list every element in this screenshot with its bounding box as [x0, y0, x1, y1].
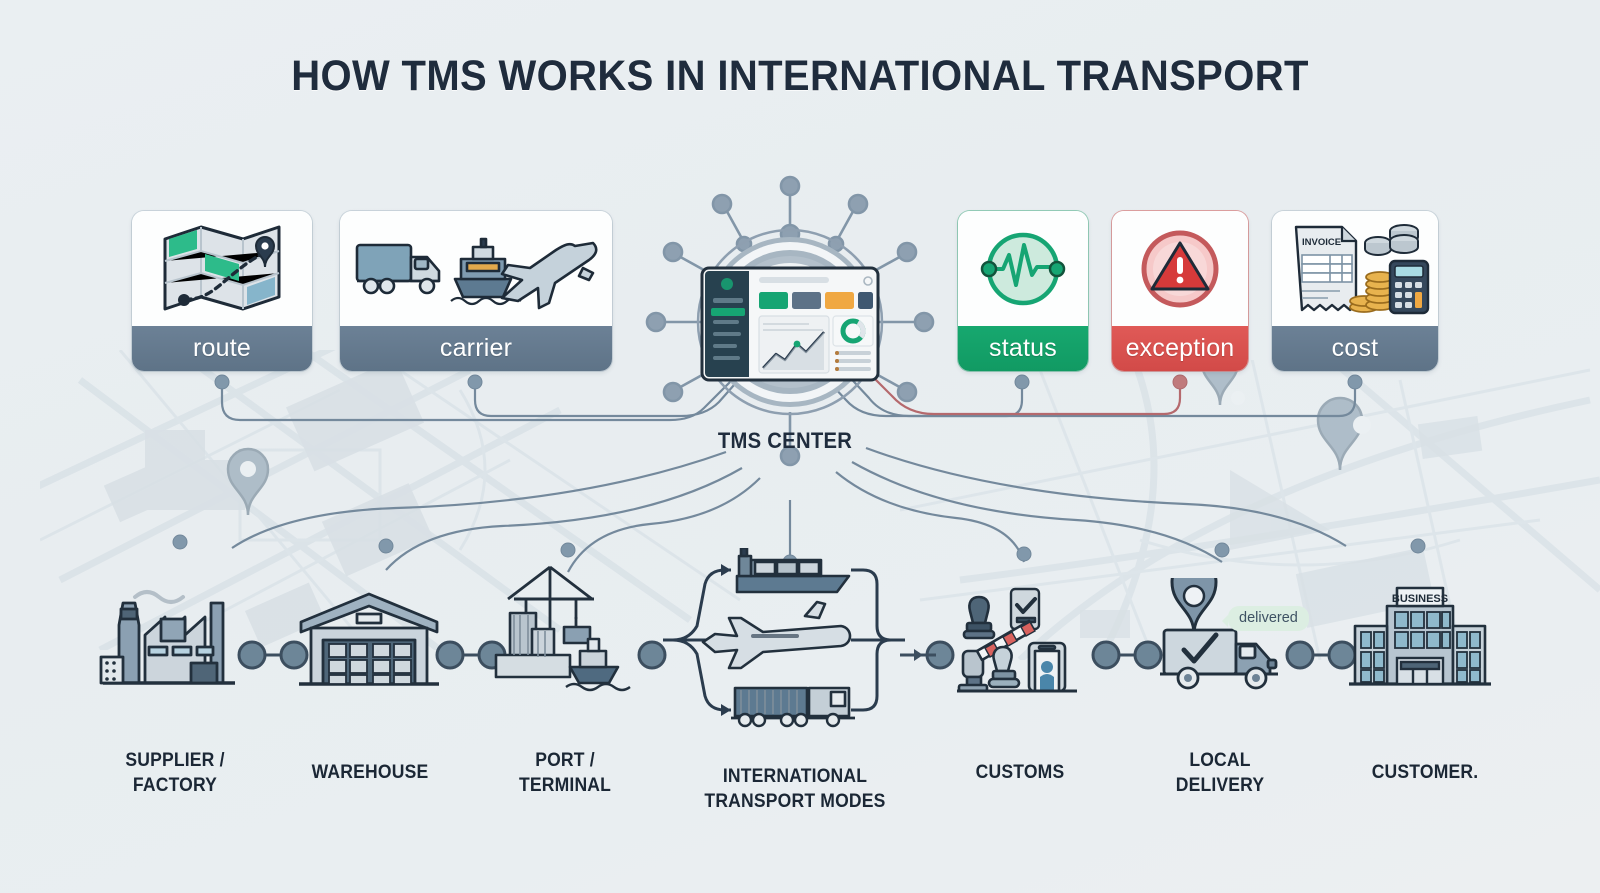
stage-icon-supplier-factory[interactable] — [95, 585, 255, 700]
stage-label-line: SUPPLIER / — [125, 749, 225, 771]
stage-label-line: CUSTOMS — [975, 761, 1065, 783]
cargo-ship-icon — [735, 548, 851, 594]
business-sign-text: BUSINESS — [1392, 593, 1448, 605]
card-exception-label: exception — [1112, 326, 1248, 371]
stage-label-transport-modes: INTERNATIONAL TRANSPORT MODES — [674, 764, 917, 814]
card-exception[interactable]: exception — [1112, 211, 1248, 371]
card-carrier[interactable]: carrier — [340, 211, 612, 371]
exception-connector — [863, 367, 1182, 416]
stage-icon-customs[interactable] — [955, 585, 1087, 700]
airplane-icon — [701, 600, 852, 670]
stage-label-local-delivery: LOCAL DELIVERY — [1135, 748, 1306, 798]
stage-label-line: PORT / — [535, 749, 595, 771]
card-route[interactable]: route — [132, 211, 312, 371]
container-truck-icon — [731, 686, 855, 720]
card-carrier-label: carrier — [340, 326, 612, 371]
card-route-label: route — [132, 326, 312, 371]
stage-label-line: CUSTOMER. — [1371, 761, 1479, 783]
delivered-badge: delivered — [1222, 606, 1309, 631]
stage-connectors — [237, 640, 1357, 670]
stage-label-line: DELIVERY — [1175, 774, 1265, 796]
stage-label-warehouse: WAREHOUSE — [280, 760, 460, 785]
map-pin-icon — [1170, 578, 1218, 635]
card-cost[interactable]: INVOICE — [1272, 211, 1438, 371]
truck-ship-plane-icon — [340, 211, 612, 326]
warning-triangle-icon — [1112, 211, 1248, 326]
page-title: HOW TMS WORKS IN INTERNATIONAL TRANSPORT — [291, 52, 1309, 100]
stage-label-line: FACTORY — [132, 774, 218, 796]
stage-label-port-terminal: PORT / TERMINAL — [475, 748, 655, 798]
stage-label-line: LOCAL — [1189, 749, 1251, 771]
stage-icon-local-delivery[interactable] — [1152, 578, 1292, 700]
stage-icon-warehouse[interactable] — [295, 588, 443, 700]
invoice-coins-calculator-icon: INVOICE — [1272, 211, 1438, 326]
stage-icon-customer[interactable]: BUSINESS — [1345, 582, 1495, 700]
card-cost-label: cost — [1272, 326, 1438, 371]
hub-label: TMS CENTER — [717, 428, 853, 453]
stage-label-line: TERMINAL — [518, 774, 612, 796]
stage-icon-port-terminal[interactable] — [488, 555, 640, 700]
stage-label-customs: CUSTOMS — [935, 760, 1106, 785]
stage-label-line: WAREHOUSE — [311, 761, 429, 783]
pulse-heartbeat-icon — [958, 211, 1088, 326]
stage-label-supplier-factory: SUPPLIER / FACTORY — [85, 748, 265, 798]
stage-label-customer: CUSTOMER. — [1335, 760, 1515, 785]
exception-connector-dot — [1172, 374, 1188, 390]
card-status-label: status — [958, 326, 1088, 371]
invoice-heading-text: INVOICE — [1302, 237, 1341, 248]
tms-center-hub[interactable] — [640, 172, 940, 472]
folded-map-route-icon — [132, 211, 312, 326]
stage-icon-transport-modes[interactable] — [655, 548, 915, 733]
stage-label-line: INTERNATIONAL — [722, 765, 868, 787]
card-status[interactable]: status — [958, 211, 1088, 371]
stage-label-line: TRANSPORT MODES — [704, 790, 886, 812]
